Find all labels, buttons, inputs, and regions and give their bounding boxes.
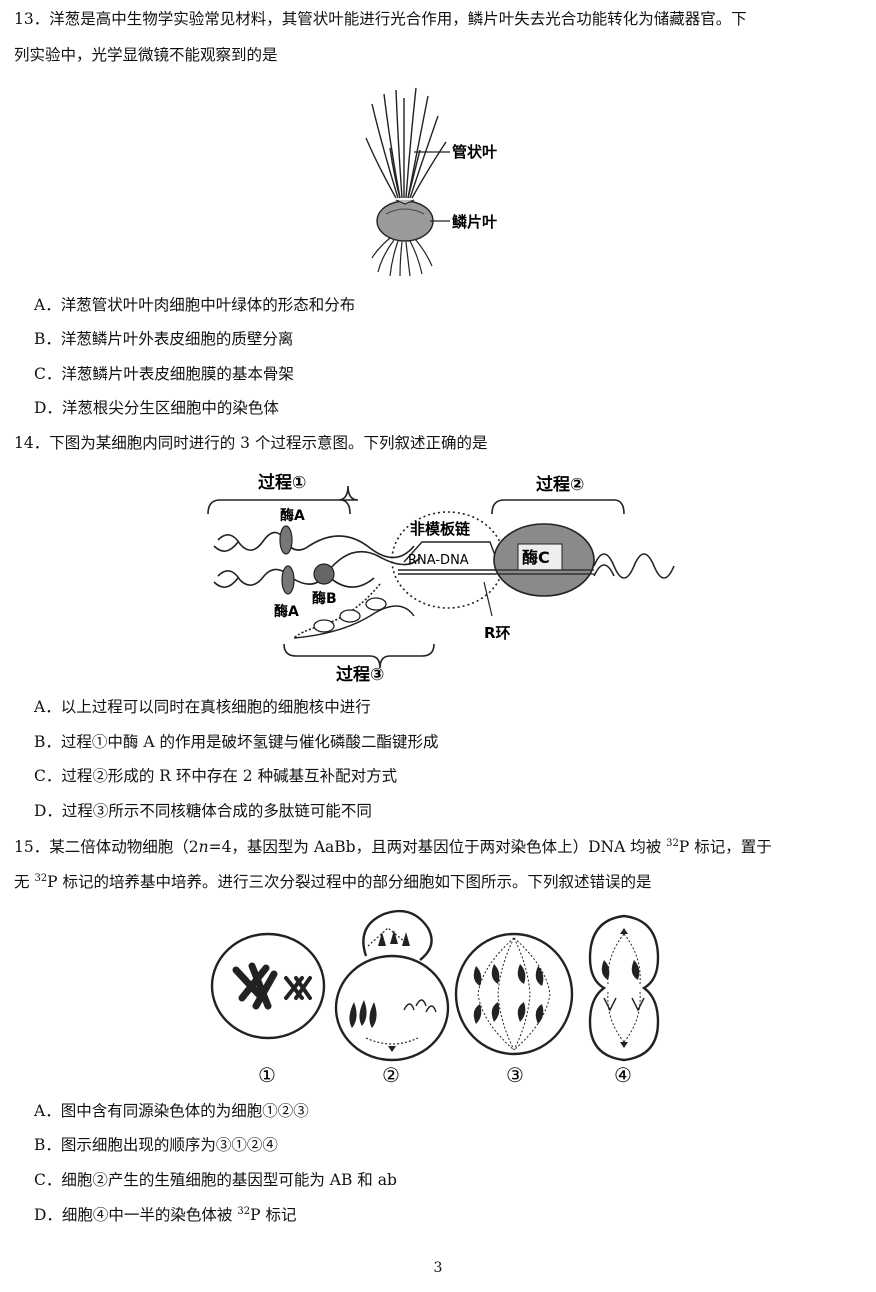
q15-option-d: D．细胞④中一半的染色体被 32P 标记 (34, 1205, 297, 1224)
q15-option-b: B．图示细胞出现的顺序为③①②④ (34, 1136, 278, 1154)
onion-drawing: 管状叶 鳞片叶 (365, 87, 497, 277)
process1-bracket (207, 485, 359, 515)
cell-label-1: ① (258, 1063, 276, 1087)
q13-option-a: A．洋葱管状叶叶肉细胞中叶绿体的形态和分布 (34, 296, 356, 314)
q15-stem-line1: 15．某二倍体动物细胞（2n=4，基因型为 AaBb，且两对基因位于两对染色体上… (14, 837, 772, 856)
q14-option-c: C．过程②形成的 R 环中存在 2 种碱基互补配对方式 (34, 767, 398, 785)
cell-label-3: ③ (506, 1063, 524, 1087)
cell-division-drawing: ① ② (210, 909, 660, 1087)
label-non-template: 非模板链 (410, 520, 471, 538)
cell-4-icon (588, 914, 660, 1062)
dna-replication-strands (213, 531, 421, 588)
q14-stem: 14．下图为某细胞内同时进行的 3 个过程示意图。下列叙述正确的是 (14, 434, 488, 452)
label-process2: 过程② (536, 475, 584, 495)
q15-stem-line2: 无 32P 标记的培养基中培养。进行三次分裂过程中的部分细胞如下图所示。下列叙述… (14, 872, 652, 891)
q13-stem-line1: 13．洋葱是高中生物学实验常见材料，其管状叶能进行光合作用，鳞片叶失去光合功能转… (14, 10, 747, 28)
q13-stem-line2: 列实验中，光学显微镜不能观察到的是 (14, 46, 278, 64)
cell-1-icon (210, 932, 326, 1040)
q13-option-c: C．洋葱鳞片叶表皮细胞膜的基本骨架 (34, 365, 294, 383)
q15-option-c: C．细胞②产生的生殖细胞的基因型可能为 AB 和 ab (34, 1171, 397, 1189)
label-tubular-leaf: 管状叶 (452, 143, 497, 161)
r-loop-pointer (483, 581, 493, 617)
label-rna-dna: RNA-DNA (408, 553, 469, 568)
enzyme-a-top-icon (279, 525, 293, 555)
q13-option-b: B．洋葱鳞片叶外表皮细胞的质壁分离 (34, 330, 294, 348)
q14-option-b: B．过程①中酶 A 的作用是破坏氢键与催化磷酸二酯键形成 (34, 733, 439, 751)
tubular-leaves-icon (365, 87, 447, 199)
label-enzyme-b: 酶B (312, 590, 337, 607)
cell-label-4: ④ (614, 1063, 632, 1087)
process2-bracket (491, 499, 625, 515)
label-r-loop: R环 (484, 624, 511, 642)
label-process3: 过程③ (336, 665, 384, 685)
label-enzyme-c: 酶C (522, 548, 550, 567)
onion-figure: 管状叶 鳞片叶 (360, 86, 560, 278)
enzyme-a-bottom-icon (281, 565, 295, 595)
cell-label-2: ② (382, 1063, 400, 1087)
roots-icon (371, 237, 433, 277)
transcription-drawing: 过程① 过程② 酶A 酶A 酶B 非模板链 RNA-DNA R环 (207, 473, 675, 685)
process3-bracket (283, 643, 435, 669)
transcription-figure: 过程① 过程② 酶A 酶A 酶B 非模板链 RNA-DNA R环 (200, 466, 690, 686)
cell-2-icon (334, 909, 450, 1062)
cell-division-figure: ① ② (206, 906, 676, 1090)
label-process1: 过程① (258, 473, 306, 493)
label-enzyme-a-bottom: 酶A (274, 603, 299, 620)
q13-option-d: D．洋葱根尖分生区细胞中的染色体 (34, 399, 279, 417)
q14-option-a: A．以上过程可以同时在真核细胞的细胞核中进行 (34, 698, 371, 716)
onion-bulb-icon (376, 199, 434, 242)
cell-3-icon (454, 932, 574, 1056)
enzyme-b-icon (313, 563, 335, 585)
non-template-strand (403, 541, 497, 563)
label-enzyme-a-top: 酶A (280, 507, 305, 524)
dna-helix-right (593, 553, 675, 579)
mrna-strand (293, 583, 381, 639)
page-number: 3 (433, 1260, 443, 1276)
q14-option-d: D．过程③所示不同核糖体合成的多肽链可能不同 (34, 802, 372, 820)
label-scale-leaf: 鳞片叶 (452, 213, 497, 231)
ribosomes-icon (313, 597, 387, 633)
q15-option-a: A．图中含有同源染色体的为细胞①②③ (34, 1102, 309, 1120)
